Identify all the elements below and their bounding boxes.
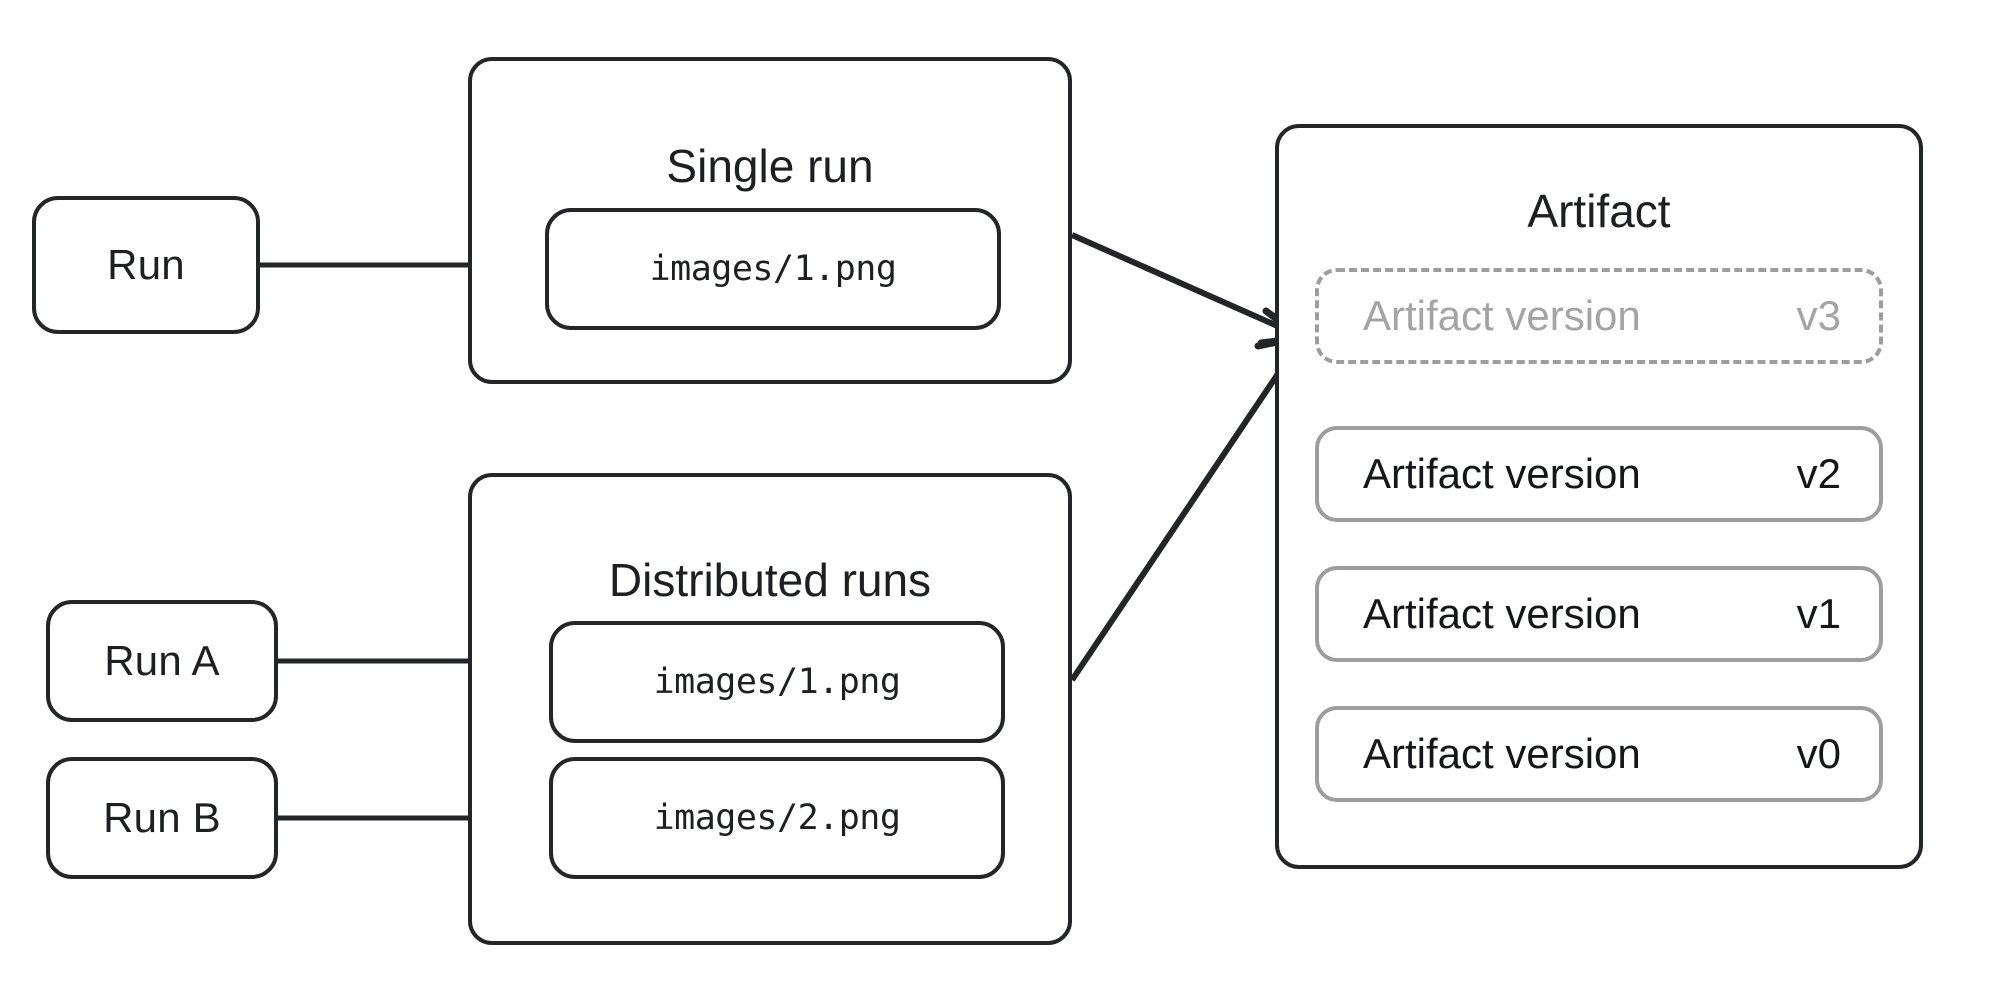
file-box-distributed-images-1[interactable]: images/1.png <box>549 621 1005 743</box>
artifact-version-name: Artifact version <box>1363 292 1641 339</box>
artifact-version-tag: v0 <box>1796 730 1841 777</box>
artifact-version-name: Artifact version <box>1363 450 1641 497</box>
node-run[interactable]: Run <box>32 196 260 334</box>
node-run-label: Run <box>107 241 185 288</box>
node-run-a-label: Run A <box>104 637 220 684</box>
artifact-version-name: Artifact version <box>1363 730 1641 777</box>
node-run-a[interactable]: Run A <box>46 600 278 722</box>
file-label: images/1.png <box>649 249 897 289</box>
file-box-distributed-images-2[interactable]: images/2.png <box>549 757 1005 879</box>
file-label: images/2.png <box>653 798 901 838</box>
artifact-version-row-v1[interactable]: Artifact version v1 <box>1315 566 1883 662</box>
artifact-version-row-v2[interactable]: Artifact version v2 <box>1315 426 1883 522</box>
artifact-version-name: Artifact version <box>1363 590 1641 637</box>
artifact-version-row-v3[interactable]: Artifact version v3 <box>1315 268 1883 364</box>
file-box-single-run-images-1[interactable]: images/1.png <box>545 208 1001 330</box>
file-label: images/1.png <box>653 662 901 702</box>
edge-distributed-runs-to-artifact-v3 <box>1069 333 1305 682</box>
group-artifact-title: Artifact <box>1527 185 1671 237</box>
edge-single-run-to-artifact-v3 <box>1070 232 1310 350</box>
artifact-version-tag: v3 <box>1796 292 1841 339</box>
group-distributed-runs-title: Distributed runs <box>608 554 932 606</box>
artifact-version-tag: v1 <box>1796 590 1841 637</box>
node-run-b-label: Run B <box>103 794 221 841</box>
artifact-version-tag: v2 <box>1796 450 1841 497</box>
group-single-run-title: Single run <box>666 140 874 192</box>
artifact-version-row-v0[interactable]: Artifact version v0 <box>1315 706 1883 802</box>
node-run-b[interactable]: Run B <box>46 757 278 879</box>
